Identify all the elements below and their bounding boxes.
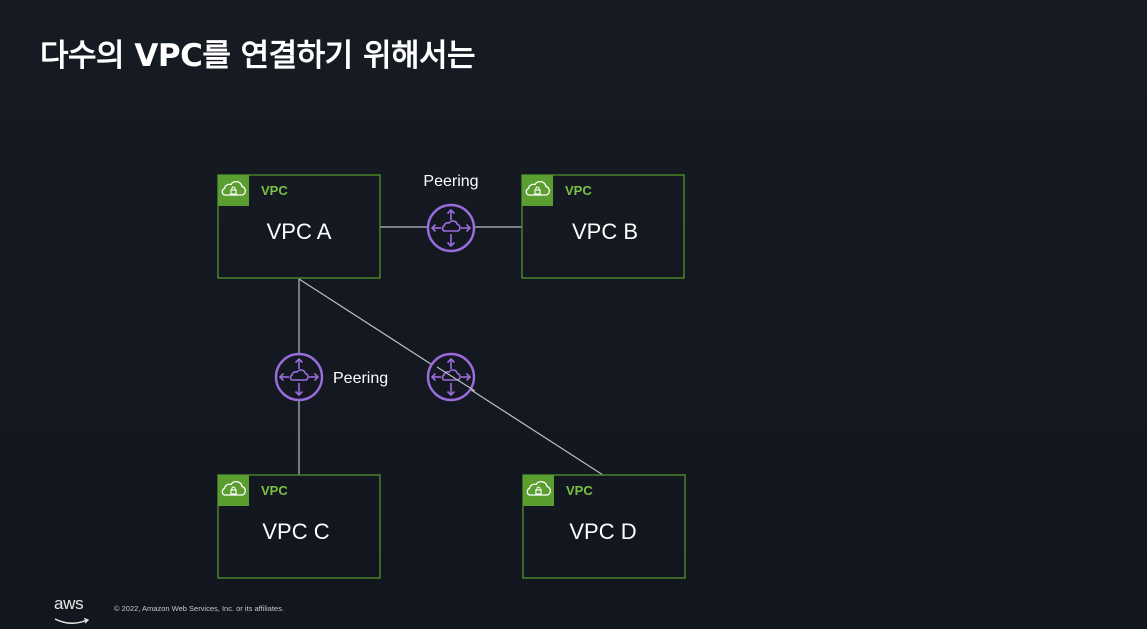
vpc-tag: VPC	[565, 183, 592, 198]
aws-smile-icon	[54, 617, 90, 624]
aws-logo: aws	[54, 594, 94, 624]
vpc-box-d: VPC VPC D	[522, 474, 686, 579]
vpc-label-b: VPC B	[572, 219, 638, 244]
vpc-tag: VPC	[261, 483, 288, 498]
copyright-text: © 2022, Amazon Web Services, Inc. or its…	[114, 604, 284, 613]
vpc-tag: VPC	[261, 183, 288, 198]
vpc-box-c: VPC VPC C	[217, 474, 381, 579]
aws-logo-text: aws	[54, 594, 84, 613]
vpc-tag: VPC	[566, 483, 593, 498]
vpc-label-c: VPC C	[262, 519, 329, 544]
vpc-label-a: VPC A	[267, 219, 332, 244]
peering-label-ab: Peering	[423, 173, 478, 190]
vpc-label-d: VPC D	[569, 519, 636, 544]
vpc-box-b: VPC VPC B	[521, 174, 685, 279]
peering-label-ac: Peering	[333, 370, 388, 387]
slide-title: 다수의 VPC를 연결하기 위해서는	[40, 38, 476, 74]
vpc-box-a: VPC VPC A	[217, 174, 381, 279]
